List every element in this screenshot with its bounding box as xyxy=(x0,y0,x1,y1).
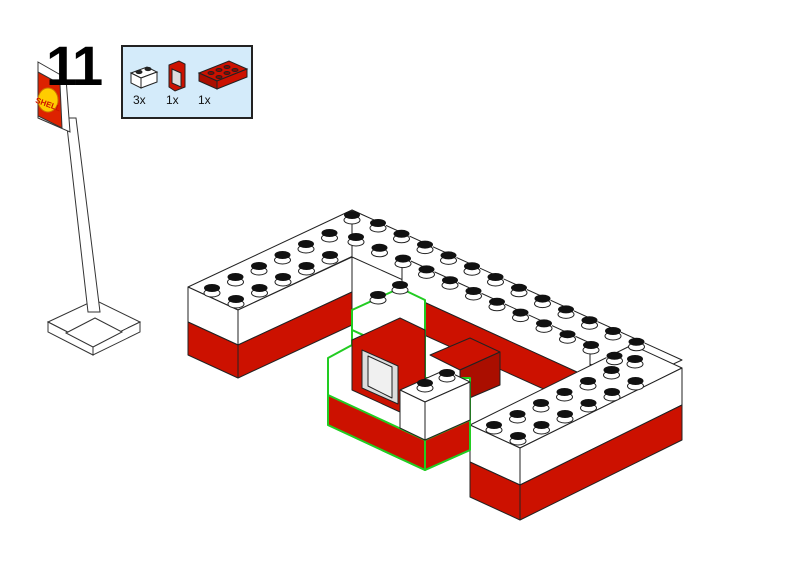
stud xyxy=(391,281,409,295)
stud xyxy=(203,284,221,298)
part-qty: 3x xyxy=(133,93,146,107)
stud xyxy=(440,251,457,265)
stud xyxy=(628,337,645,352)
parts-icons xyxy=(129,60,249,92)
stud xyxy=(557,305,575,319)
stud xyxy=(510,283,528,298)
stud xyxy=(509,432,527,446)
parts-list: 3x 1x 1x xyxy=(121,45,253,119)
stud xyxy=(603,388,621,402)
stud xyxy=(394,254,412,269)
lego-model xyxy=(187,209,683,521)
stud xyxy=(626,355,644,369)
red-brick-2x4-icon xyxy=(197,60,249,90)
stud xyxy=(274,273,292,287)
stud xyxy=(321,229,338,243)
stud xyxy=(393,229,410,244)
stud xyxy=(509,410,526,424)
stud xyxy=(297,240,315,254)
stud xyxy=(559,330,576,344)
stud xyxy=(418,265,435,279)
stud xyxy=(487,273,504,287)
stud xyxy=(298,262,315,276)
stud xyxy=(227,295,245,309)
stud xyxy=(441,276,459,290)
stud xyxy=(533,421,550,435)
white-brick-icon xyxy=(129,66,159,89)
stud xyxy=(512,308,529,323)
stud xyxy=(416,240,434,255)
stud xyxy=(463,262,481,276)
stud xyxy=(343,211,361,225)
stud xyxy=(535,319,553,333)
stud xyxy=(606,351,623,366)
stud xyxy=(347,233,365,247)
stud xyxy=(485,421,503,435)
stud xyxy=(465,287,482,301)
stud xyxy=(603,366,620,380)
stud xyxy=(251,284,268,298)
stud xyxy=(274,251,291,265)
stud xyxy=(532,399,550,413)
stud xyxy=(582,341,600,355)
studs xyxy=(203,211,645,446)
stud xyxy=(416,379,434,393)
stud xyxy=(250,262,268,276)
stud xyxy=(580,399,597,413)
shell-sign-post xyxy=(37,61,142,356)
part-qty: 1x xyxy=(166,93,179,107)
stud xyxy=(534,294,551,309)
stud xyxy=(579,377,597,391)
part-qty: 1x xyxy=(198,93,211,107)
stud xyxy=(627,377,644,391)
stud xyxy=(556,388,573,402)
stud xyxy=(438,369,456,383)
stud xyxy=(369,219,387,233)
red-window-icon xyxy=(168,60,186,92)
stud xyxy=(556,410,574,424)
stud xyxy=(488,297,506,312)
stud xyxy=(604,327,622,341)
step-number: 11 xyxy=(46,34,103,97)
stud xyxy=(581,316,598,330)
stud xyxy=(227,273,244,287)
stud xyxy=(371,243,388,258)
stud xyxy=(321,251,339,265)
stud xyxy=(369,291,387,305)
